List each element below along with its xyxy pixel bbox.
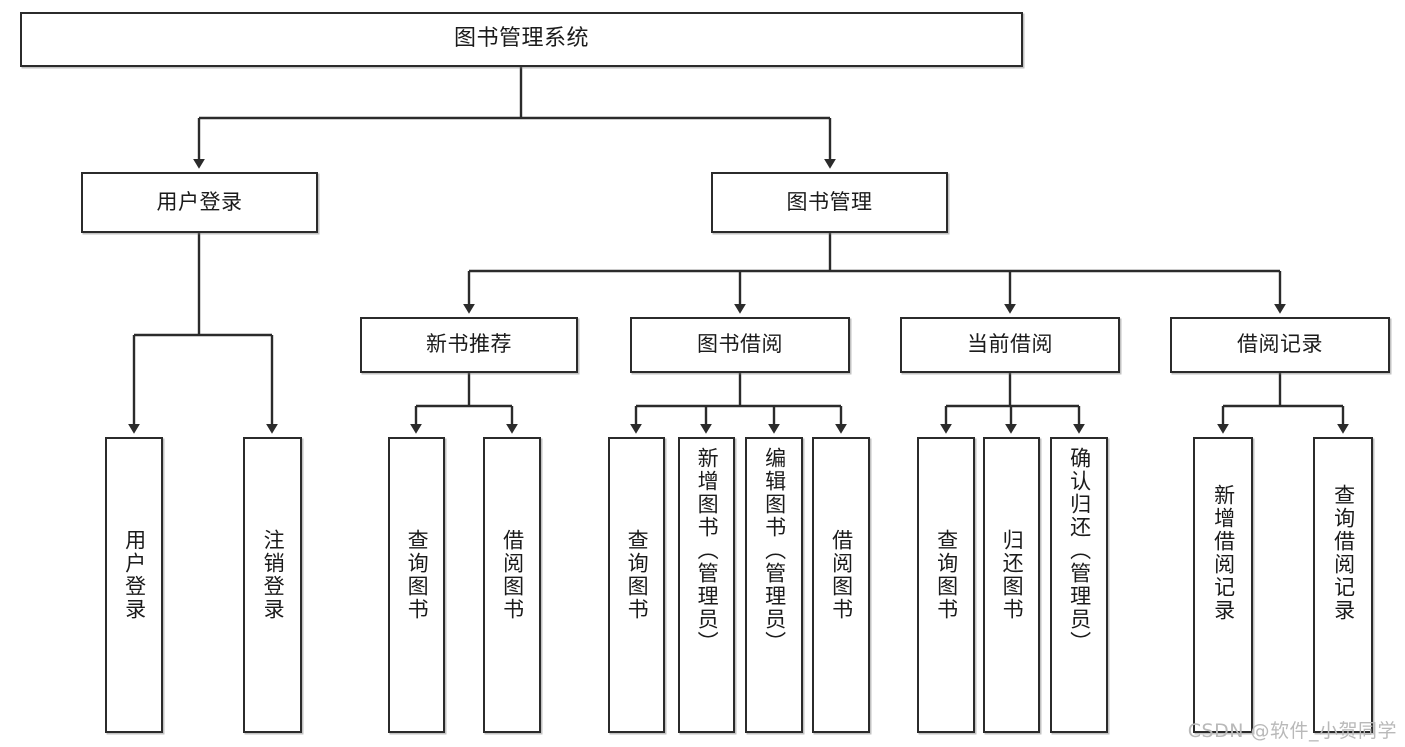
node-book-management-label: 图书管理 xyxy=(786,189,873,214)
leaf-user-login-label: 用户登录 xyxy=(122,529,147,621)
node-borrow-record-label: 借阅记录 xyxy=(1237,332,1323,357)
leaf-query-borrow-record-label: 查询借阅记录 xyxy=(1331,484,1356,622)
node-book-borrow[interactable]: 图书借阅 xyxy=(630,317,850,373)
node-book-management[interactable]: 图书管理 xyxy=(711,172,948,233)
leaf-confirm-return-admin[interactable]: 确认归还（管理员） xyxy=(1050,437,1108,733)
leaf-add-book-admin[interactable]: 新增图书（管理员） xyxy=(678,437,735,733)
node-book-borrow-label: 图书借阅 xyxy=(697,332,783,357)
node-current-borrow[interactable]: 当前借阅 xyxy=(900,317,1120,373)
leaf-query-book-borrow-label: 查询图书 xyxy=(625,529,650,621)
node-current-borrow-label: 当前借阅 xyxy=(967,332,1053,357)
leaf-edit-book-admin-label: 编辑图书（管理员） xyxy=(762,447,787,654)
leaf-query-book-current[interactable]: 查询图书 xyxy=(917,437,975,733)
leaf-query-book-borrow[interactable]: 查询图书 xyxy=(608,437,665,733)
node-borrow-record[interactable]: 借阅记录 xyxy=(1170,317,1390,373)
leaf-borrow-book-borrow[interactable]: 借阅图书 xyxy=(812,437,870,733)
leaf-logout[interactable]: 注销登录 xyxy=(243,437,302,733)
watermark: CSDN @软件_小贺同学 xyxy=(1187,720,1397,742)
leaf-query-book-newbook[interactable]: 查询图书 xyxy=(388,437,445,733)
leaf-borrow-book-newbook[interactable]: 借阅图书 xyxy=(483,437,541,733)
node-root[interactable]: 图书管理系统 xyxy=(20,12,1023,67)
leaf-query-borrow-record[interactable]: 查询借阅记录 xyxy=(1313,437,1373,733)
leaf-borrow-book-borrow-label: 借阅图书 xyxy=(829,529,854,621)
leaf-add-borrow-record-label: 新增借阅记录 xyxy=(1211,484,1236,622)
leaf-return-book[interactable]: 归还图书 xyxy=(983,437,1040,733)
leaf-query-book-newbook-label: 查询图书 xyxy=(405,529,430,621)
leaf-user-login[interactable]: 用户登录 xyxy=(105,437,163,733)
leaf-return-book-label: 归还图书 xyxy=(1000,529,1025,621)
node-new-book-recommend-label: 新书推荐 xyxy=(426,332,512,357)
leaf-borrow-book-newbook-label: 借阅图书 xyxy=(500,529,525,621)
leaf-edit-book-admin[interactable]: 编辑图书（管理员） xyxy=(745,437,803,733)
leaf-add-borrow-record[interactable]: 新增借阅记录 xyxy=(1193,437,1253,733)
leaf-add-book-admin-label: 新增图书（管理员） xyxy=(695,447,720,654)
leaf-confirm-return-admin-label: 确认归还（管理员） xyxy=(1067,447,1092,654)
node-root-label: 图书管理系统 xyxy=(453,26,589,52)
node-new-book-recommend[interactable]: 新书推荐 xyxy=(360,317,578,373)
leaf-query-book-current-label: 查询图书 xyxy=(934,529,959,621)
node-user-login[interactable]: 用户登录 xyxy=(81,172,318,233)
leaf-logout-label: 注销登录 xyxy=(261,529,286,621)
node-user-login-label: 用户登录 xyxy=(156,189,243,214)
